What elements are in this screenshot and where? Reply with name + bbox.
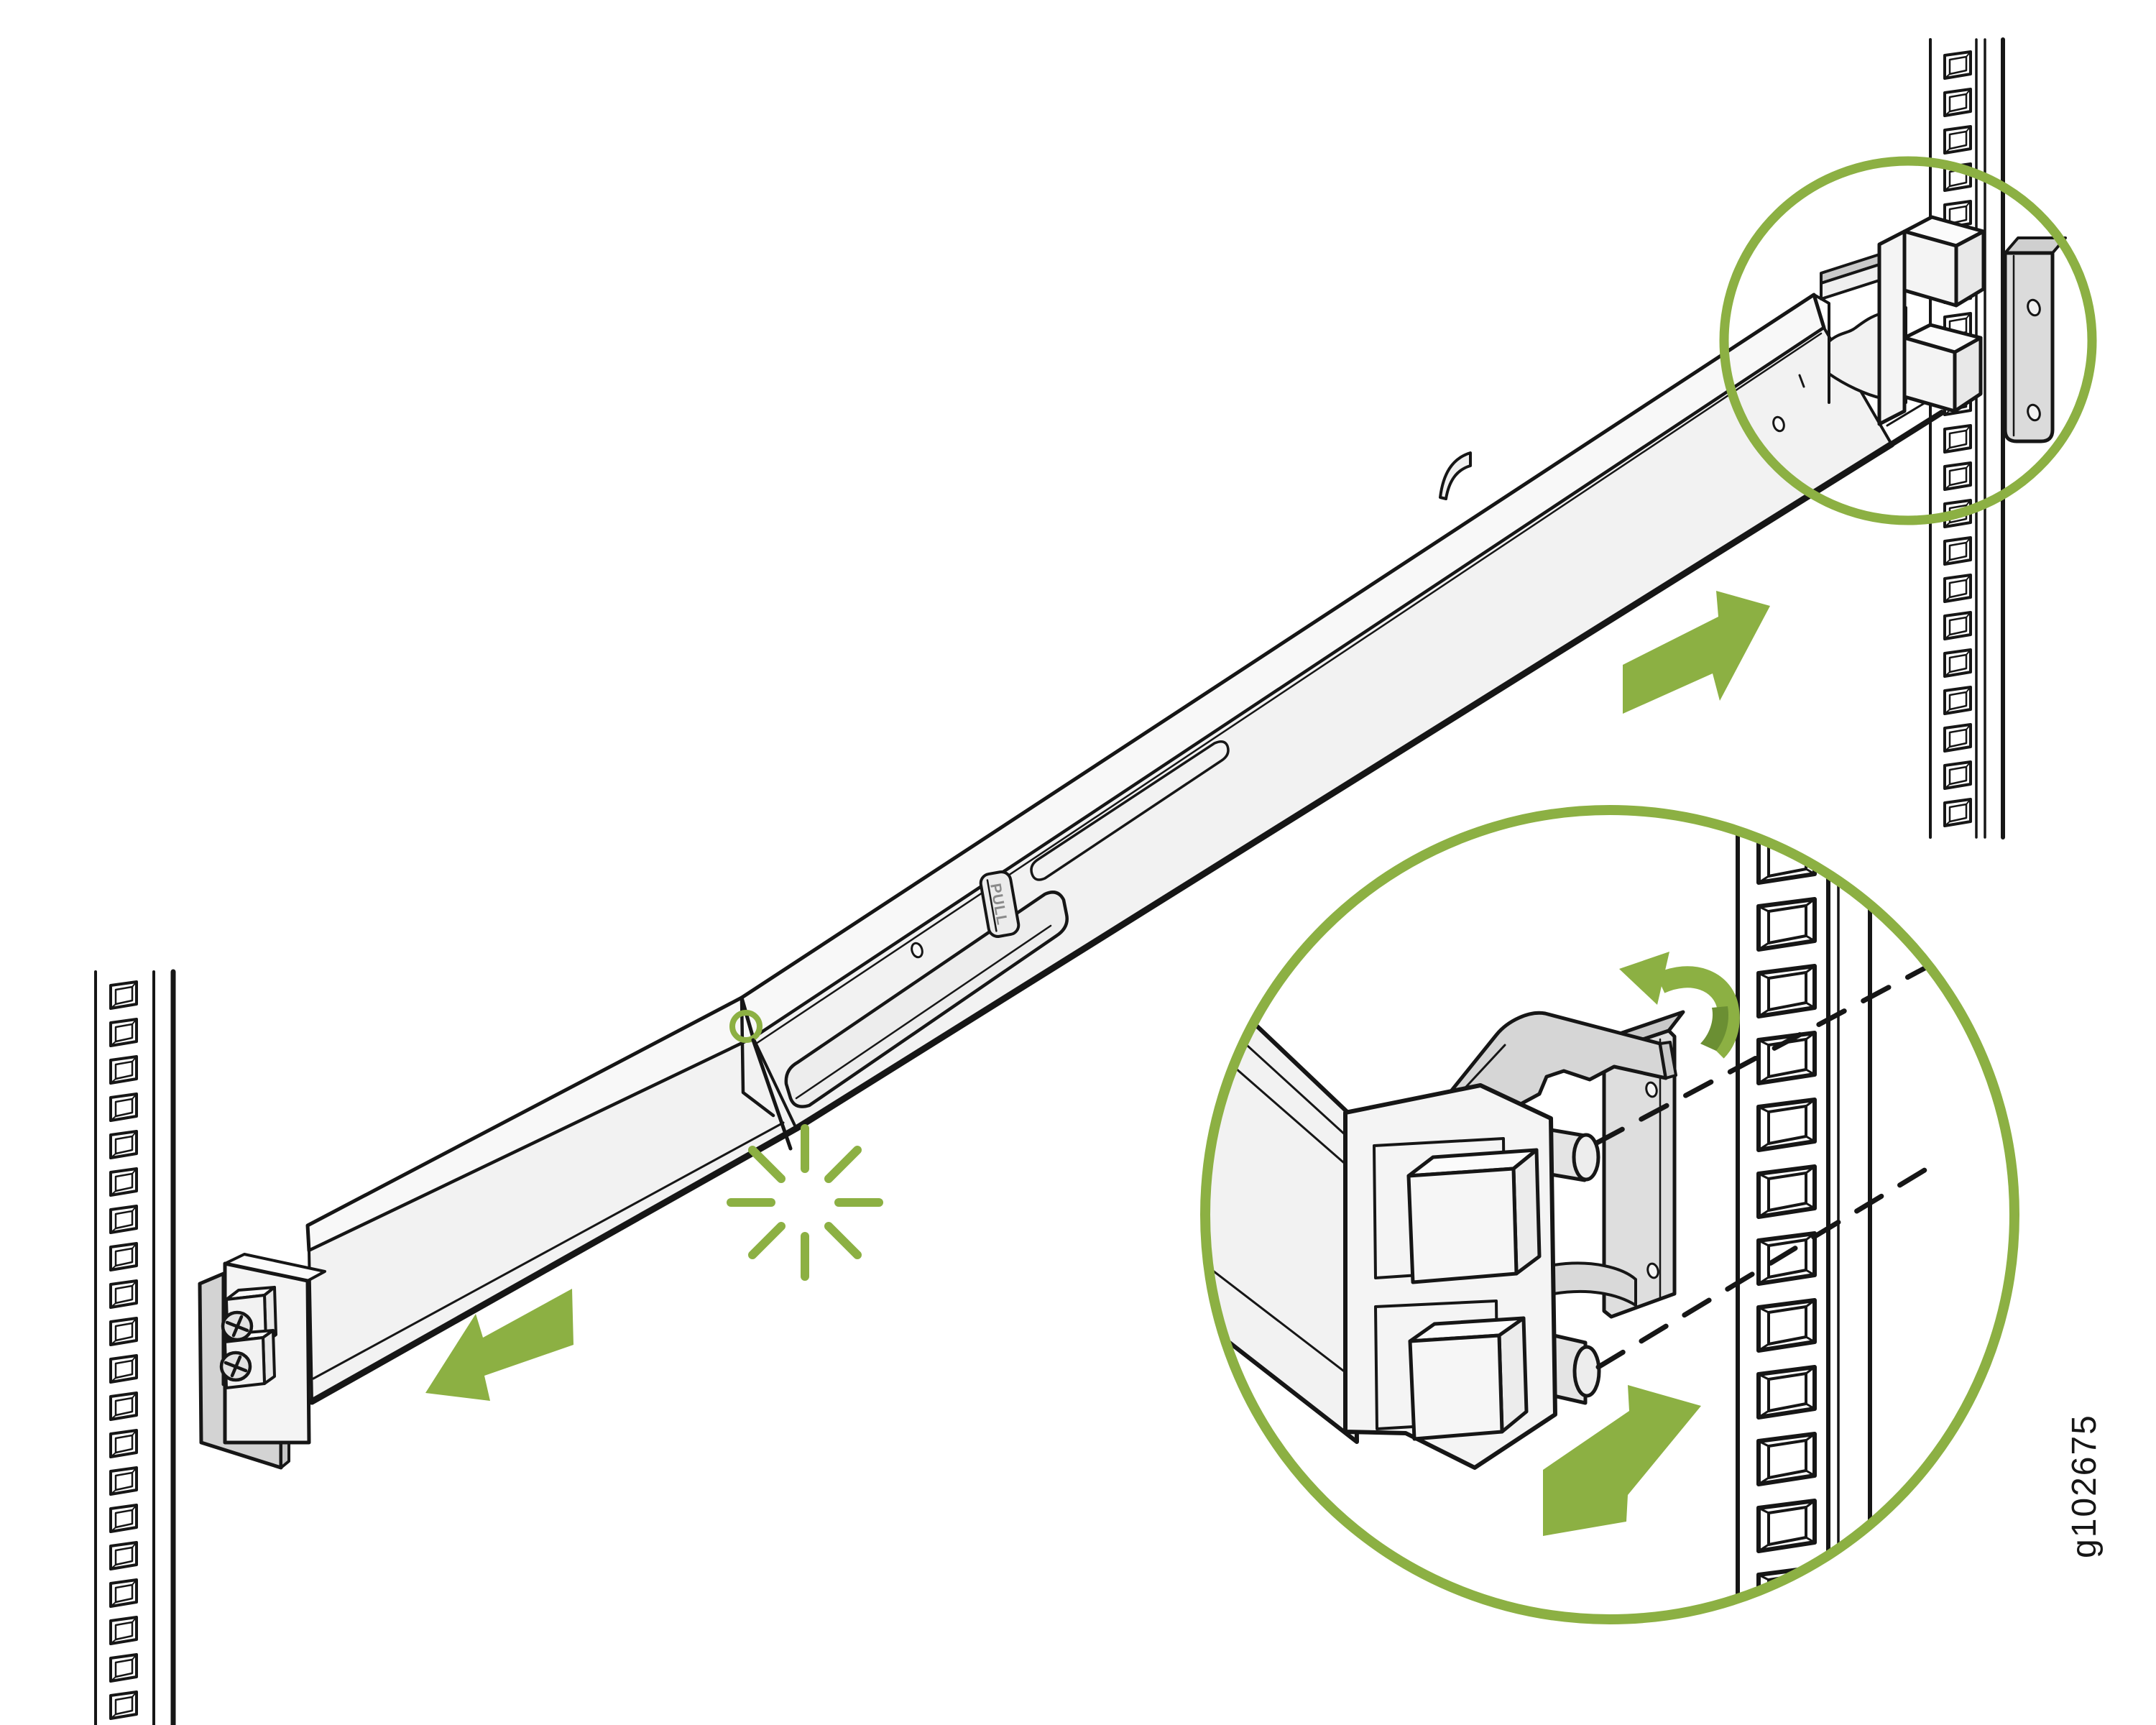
alignment-dashed-lines [1594,959,1940,1370]
latch-detail-view [1205,810,2014,1619]
detail-rack-post [1733,810,1872,1619]
latch-peg-upper [1549,1128,1600,1182]
direction-arrow-rear-icon [1623,591,1770,714]
front-bracket-assembly [198,1253,326,1470]
snap-leader-line [751,1038,793,1151]
snap-click-starburst-icon [727,1124,883,1281]
direction-arrow-front-icon [425,1289,573,1401]
detail-callout-circle-latch [1200,805,2019,1624]
rail-hook-tab [1439,451,1472,500]
front-bracket-screw-upper [221,1310,254,1342]
rear-block-body [1877,229,1907,426]
rear-bracket [2003,236,2067,443]
figure-id-label: g102675 [2065,1414,2104,1558]
rotation-arrow-icon [1619,952,1740,1059]
mounting-blade-rail: PULL [305,293,1945,1405]
rail-step-edge [740,995,775,1118]
rail-grip-recess [784,891,1069,1108]
latch-plate [1602,1029,1677,1319]
detail-callout-circle-rear [1719,156,2097,525]
direction-arrow-latch-icon [1543,1385,1701,1536]
snap-point-circle-icon [729,1010,763,1043]
latch-handle [1416,1011,1668,1158]
front-bracket-screw-lower [219,1351,252,1382]
latch-link-strap [1552,1261,1637,1307]
rail-top-slot [1030,740,1230,881]
rear-mount-assembly [1820,215,1986,426]
front-rack-post [83,969,178,1725]
pull-tab: PULL [979,870,1021,938]
latch-peg-lower [1552,1333,1601,1405]
